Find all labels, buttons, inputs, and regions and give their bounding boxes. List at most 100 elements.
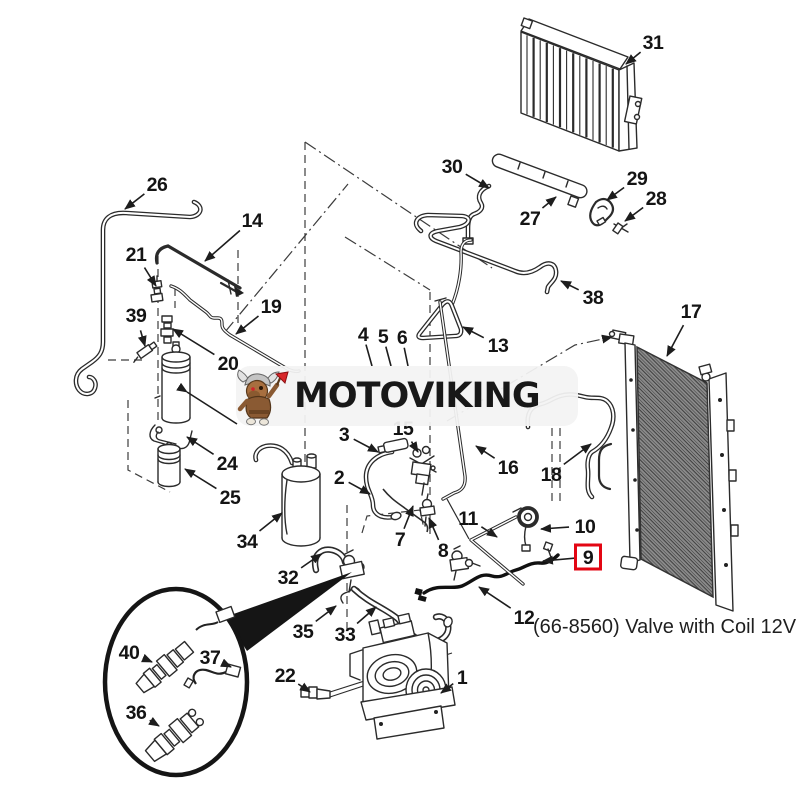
part-label-2: 2 bbox=[334, 467, 345, 489]
coil-10 bbox=[517, 506, 539, 552]
part-label-20: 20 bbox=[218, 353, 239, 375]
part-callout-33: 33 bbox=[335, 606, 377, 646]
part-label-27: 27 bbox=[520, 208, 541, 230]
fitting-3 bbox=[377, 437, 409, 454]
compressor-1 bbox=[349, 612, 456, 740]
clamp-29 bbox=[589, 197, 615, 227]
bracket-14 bbox=[154, 244, 244, 297]
receiver-drier bbox=[154, 341, 238, 425]
part-label-40: 40 bbox=[119, 642, 140, 664]
viking-mascot-icon bbox=[237, 369, 289, 426]
part-label-31: 31 bbox=[643, 32, 664, 54]
part-callout-10: 10 bbox=[540, 516, 596, 538]
part-label-21: 21 bbox=[126, 244, 147, 266]
fitting-20 bbox=[160, 315, 174, 344]
part-callout-28: 28 bbox=[624, 188, 667, 222]
highlight-box bbox=[574, 543, 602, 571]
part-callout-20: 20 bbox=[172, 328, 239, 375]
condenser-17 bbox=[597, 329, 739, 612]
part-callout-7: 7 bbox=[395, 505, 414, 551]
part-label-32: 32 bbox=[278, 567, 299, 589]
fitting-21 bbox=[150, 275, 164, 303]
part-callout-26: 26 bbox=[124, 174, 168, 210]
part-label-8: 8 bbox=[438, 540, 449, 562]
hose-33 bbox=[354, 589, 453, 642]
tube-11 bbox=[446, 498, 525, 586]
part-label-37: 37 bbox=[200, 647, 221, 669]
part-callout-4: 4 bbox=[358, 324, 373, 367]
hose-2 bbox=[366, 452, 402, 521]
valve-15 bbox=[409, 445, 437, 496]
tank-bar-27 bbox=[491, 153, 588, 208]
tube-16 bbox=[434, 297, 467, 501]
part-label-14: 14 bbox=[242, 210, 263, 232]
part-label-36: 36 bbox=[126, 702, 147, 724]
part-label-7: 7 bbox=[395, 529, 405, 551]
part-label-26: 26 bbox=[147, 174, 168, 196]
watermark-band: MOTOVIKING bbox=[236, 366, 578, 426]
magnifier-bubble bbox=[102, 572, 352, 778]
part-callout-3: 3 bbox=[339, 424, 379, 453]
bubble-valve-36 bbox=[144, 708, 205, 763]
part-callout-36: 36 bbox=[126, 702, 160, 727]
part-callout-37: 37 bbox=[200, 647, 232, 669]
part-label-1: 1 bbox=[457, 667, 468, 689]
fitting-39 bbox=[133, 341, 158, 363]
part-callout-25: 25 bbox=[184, 468, 241, 509]
part-callout-39: 39 bbox=[126, 305, 147, 347]
part-callout-29: 29 bbox=[606, 168, 648, 201]
part-label-35: 35 bbox=[293, 621, 314, 643]
heater-core-31 bbox=[520, 17, 643, 152]
part-callout-16: 16 bbox=[475, 445, 519, 479]
cylinder-25 bbox=[157, 441, 181, 488]
part-callout-31: 31 bbox=[625, 32, 664, 65]
watermark-text: MOTOVIKING bbox=[294, 376, 541, 416]
product-caption: (66-8560) Valve with Coil 12V bbox=[533, 616, 797, 638]
part-label-24: 24 bbox=[217, 453, 238, 475]
part-callout-19: 19 bbox=[235, 296, 282, 335]
part-label-38: 38 bbox=[583, 287, 604, 309]
part-label-17: 17 bbox=[681, 301, 702, 323]
part-label-9: 9 bbox=[583, 547, 594, 569]
part-callout-18: 18 bbox=[541, 443, 592, 486]
part-label-28: 28 bbox=[646, 188, 667, 210]
part-label-4: 4 bbox=[358, 324, 369, 346]
part-label-29: 29 bbox=[627, 168, 648, 190]
part-label-12: 12 bbox=[514, 607, 535, 629]
fitting-28 bbox=[612, 222, 629, 235]
part-label-25: 25 bbox=[220, 487, 241, 509]
part-callout-14: 14 bbox=[204, 210, 263, 262]
part-callout-8: 8 bbox=[428, 517, 449, 562]
part-callout-13: 13 bbox=[462, 326, 509, 357]
part-callout-27: 27 bbox=[520, 196, 557, 230]
part-callout-38: 38 bbox=[560, 280, 604, 309]
accumulator-34 bbox=[255, 446, 321, 547]
part-label-11: 11 bbox=[458, 508, 478, 530]
part-callout-17: 17 bbox=[666, 301, 702, 357]
part-callout-9: 9 bbox=[542, 543, 602, 571]
part-callout-2: 2 bbox=[334, 467, 371, 495]
wire-harness-12 bbox=[414, 541, 560, 602]
part-callout-5: 5 bbox=[378, 326, 392, 367]
part-callout-22: 22 bbox=[275, 665, 311, 693]
part-callout-34: 34 bbox=[237, 512, 283, 553]
part-callout-6: 6 bbox=[397, 327, 409, 367]
part-label-13: 13 bbox=[488, 335, 509, 357]
part-label-16: 16 bbox=[498, 457, 519, 479]
valve-9 bbox=[449, 545, 481, 581]
part-label-18: 18 bbox=[541, 464, 562, 486]
bubble-valve-40 bbox=[135, 605, 236, 694]
part-label-5: 5 bbox=[378, 326, 389, 348]
part-label-3: 3 bbox=[339, 424, 350, 446]
part-callout-30: 30 bbox=[442, 156, 490, 189]
part-label-39: 39 bbox=[126, 305, 147, 327]
part-label-30: 30 bbox=[442, 156, 463, 178]
part-label-22: 22 bbox=[275, 665, 296, 687]
part-callout-1: 1 bbox=[440, 667, 468, 694]
part-callout-24: 24 bbox=[186, 436, 238, 475]
part-label-33: 33 bbox=[335, 624, 356, 646]
part-label-19: 19 bbox=[261, 296, 282, 318]
